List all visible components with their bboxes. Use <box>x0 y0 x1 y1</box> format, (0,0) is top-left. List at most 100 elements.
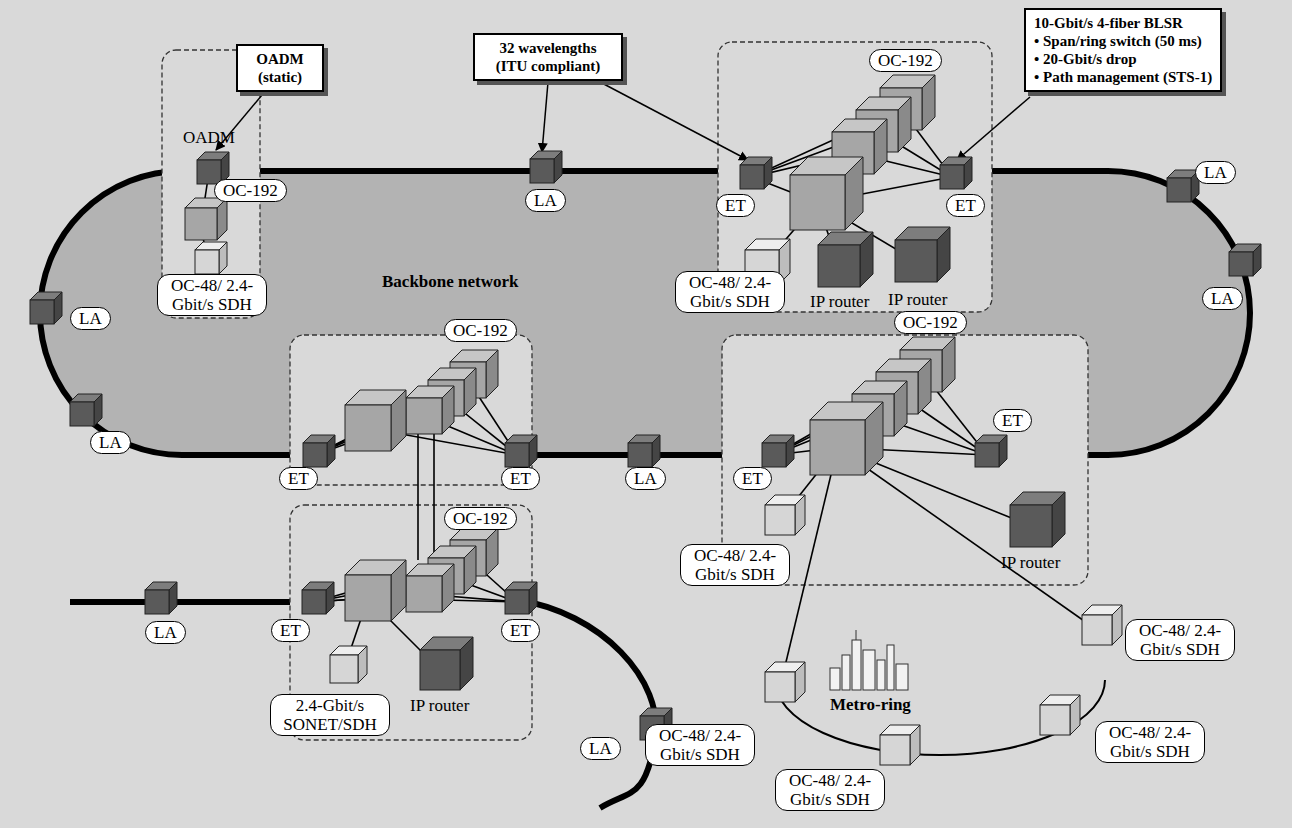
equipment-cube <box>1229 244 1261 276</box>
cube-side <box>391 560 406 621</box>
equipment-label: ET <box>501 619 540 642</box>
equipment-cube <box>406 386 454 434</box>
equipment-cube <box>790 157 863 230</box>
cube-side <box>529 435 537 467</box>
equipment-cube <box>302 582 334 614</box>
cube-front <box>975 443 999 467</box>
cube-side <box>910 725 920 765</box>
cube-front <box>185 208 217 240</box>
node-text: OC-48/ 2.4-Gbit/s SDH <box>684 273 776 311</box>
equipment-label: ET <box>946 194 985 217</box>
cube-side <box>918 359 931 414</box>
cube-front <box>420 650 460 690</box>
cube-side <box>460 637 473 690</box>
equipment-cube <box>940 157 972 189</box>
cube-front <box>70 402 94 426</box>
cube-side <box>464 546 476 594</box>
cube-side <box>874 119 887 174</box>
equipment-cube <box>330 646 367 683</box>
site-groups <box>162 42 1088 740</box>
equipment-cube <box>145 582 177 614</box>
equipment-cube <box>505 435 537 467</box>
cube-front <box>940 165 964 189</box>
node-text: OC-48/ 2.4-Gbit/s SDH <box>784 771 876 809</box>
equipment-cube <box>195 242 227 274</box>
node-text: OC-48/ 2.4-Gbit/s SDH <box>166 276 258 314</box>
equipment-cube <box>505 582 537 614</box>
node-text: OC-192 <box>903 313 958 332</box>
region-name: Metro-ring <box>830 695 911 715</box>
cube-front <box>406 576 442 612</box>
cube-front <box>1010 505 1052 547</box>
equipment-label: OC-48/ 2.4-Gbit/s SDH <box>1125 619 1235 661</box>
cube-front <box>895 240 937 282</box>
node-text: LA <box>1204 163 1227 182</box>
cube-front <box>880 735 910 765</box>
equipment-label: OC-192 <box>894 311 967 334</box>
node-text: 2.4-Gbit/s SONET/SDH <box>279 696 381 734</box>
cube-side <box>860 232 873 287</box>
cube-side <box>942 337 955 392</box>
bullet-text: • Path management (STS-1) <box>1034 68 1212 86</box>
cube-side <box>865 402 883 475</box>
equipment-label: LA <box>1195 161 1236 184</box>
equipment-cube <box>420 637 473 690</box>
cube-front <box>345 575 391 621</box>
node-text: LA <box>589 739 612 758</box>
cube-front <box>790 175 845 230</box>
metro-ring-fiber <box>775 680 1105 755</box>
node-text: OC-48/ 2.4-Gbit/s SDH <box>1134 621 1226 659</box>
node-text: ET <box>510 621 531 640</box>
equipment-label: OC-192 <box>869 49 942 72</box>
cube-side <box>922 75 935 130</box>
cube-side <box>786 435 794 467</box>
node-text: OADM (static) <box>246 50 314 86</box>
node-text: OC-48/ 2.4-Gbit/s SDH <box>654 726 746 764</box>
equipment-label: OC-48/ 2.4-Gbit/s SDH <box>645 724 755 766</box>
equipment-cube <box>895 227 950 282</box>
cube-front <box>818 245 860 287</box>
node-text: OC-192 <box>453 321 508 340</box>
cube-side <box>937 227 950 282</box>
node-text: OC-192 <box>453 509 508 528</box>
equipment-cube <box>185 198 227 240</box>
node-text: LA <box>634 469 657 488</box>
equipment-cube <box>975 435 1007 467</box>
equipment-label: OC-48/ 2.4-Gbit/s SDH <box>675 271 785 313</box>
equipment-label: OC-48/ 2.4-Gbit/s SDH <box>157 274 267 316</box>
cube-side <box>486 350 498 398</box>
cube-side <box>845 157 863 230</box>
cube-front <box>530 159 554 183</box>
node-name: OADM <box>183 128 235 148</box>
cube-side <box>652 435 660 467</box>
node-text: ET <box>955 196 976 215</box>
cube-side <box>391 390 406 451</box>
callout-box: 10-Gbit/s 4-fiber BLSR• Span/ring switch… <box>1024 8 1222 92</box>
equipment-cube <box>765 662 805 702</box>
cube-front <box>1229 252 1253 276</box>
cube-front <box>303 443 327 467</box>
cube-side <box>1253 244 1261 276</box>
equipment-cube <box>70 394 102 426</box>
leader-arrows <box>216 82 1030 160</box>
cube-front <box>406 398 442 434</box>
equipment-label: ET <box>271 619 310 642</box>
equipment-label: LA <box>90 431 131 454</box>
equipment-label: OC-192 <box>444 507 517 530</box>
cube-front <box>1167 178 1191 202</box>
cube-side <box>219 242 227 274</box>
cube-side <box>94 394 102 426</box>
node-text: LA <box>1211 289 1234 308</box>
device-name: IP router <box>810 292 869 312</box>
cube-side <box>358 646 367 683</box>
cube-side <box>964 157 972 189</box>
cube-side <box>1052 492 1065 547</box>
cube-side <box>327 435 335 467</box>
cube-side <box>217 198 227 240</box>
equipment-label: OC-48/ 2.4-Gbit/s SDH <box>775 769 885 811</box>
equipment-label: ET <box>993 409 1032 432</box>
equipment-cube <box>880 725 920 765</box>
equipment-label: LA <box>625 467 666 490</box>
